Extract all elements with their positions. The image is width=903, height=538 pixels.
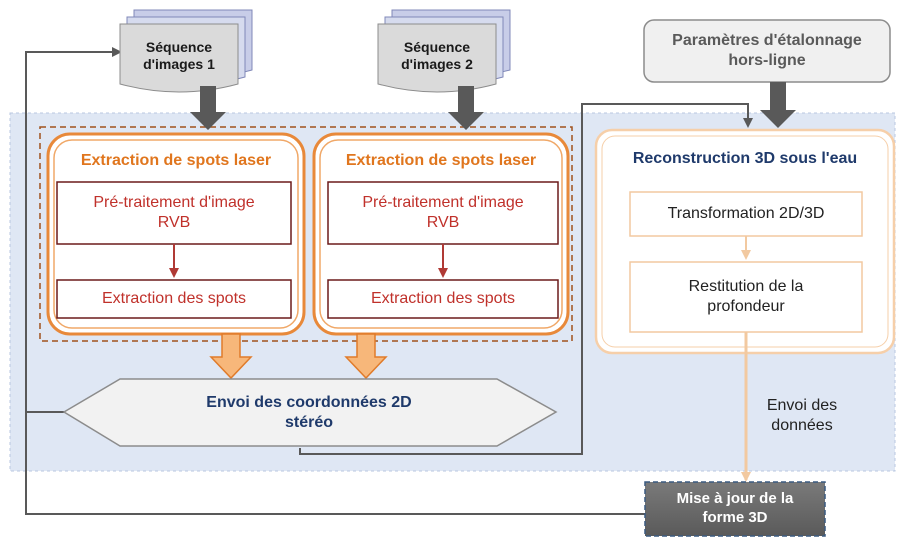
extract-right-label: Extraction des spots xyxy=(370,290,516,307)
calibration-label: Paramètres d'étalonnage hors-ligne xyxy=(672,32,862,69)
depth-label: Restitution de la profondeur xyxy=(688,278,804,315)
left-output-arrow xyxy=(209,333,253,380)
image-sequence-1-label: Séquence d'images 1 xyxy=(143,38,215,73)
send-coordinates-label: Envoi des coordonnées 2D stéréo xyxy=(206,394,412,431)
sequence-2-arrow xyxy=(448,86,484,130)
extract-right-box xyxy=(327,279,559,319)
depth-box xyxy=(629,261,863,333)
extraction-left-title: Extraction de spots laser xyxy=(80,152,272,169)
calibration-box xyxy=(643,19,891,83)
image-sequence-2-label: Séquence d'images 2 xyxy=(401,38,473,73)
sequence-1-arrow xyxy=(190,86,226,130)
preprocess-right-box xyxy=(327,181,559,245)
preprocess-left-box xyxy=(56,181,292,245)
preprocess-right-label: Pré-traitement d'image RVB xyxy=(362,194,524,231)
transform-box xyxy=(629,191,863,237)
send-data-label: Envoi des données xyxy=(766,397,838,434)
coordinates-to-reconstruction-line xyxy=(299,103,753,455)
transform-label: Transformation 2D/3D xyxy=(667,205,825,222)
reconstruction-title: Reconstruction 3D sous l'eau xyxy=(632,150,858,167)
image-sequence-2-doc xyxy=(377,9,511,93)
right-output-arrow xyxy=(344,333,388,380)
extraction-right-title: Extraction de spots laser xyxy=(345,152,537,169)
image-sequence-1-doc xyxy=(119,9,253,93)
extract-left-box xyxy=(56,279,292,319)
calibration-arrow xyxy=(760,82,796,128)
update-shape-label: Mise à jour de la forme 3D xyxy=(676,490,794,526)
send-coordinates-hexagon xyxy=(62,378,558,447)
update-shape-box xyxy=(644,481,826,537)
feedback-loop-line xyxy=(25,47,645,515)
extraction-group-frame xyxy=(39,126,573,342)
preprocess-left-label: Pré-traitement d'image RVB xyxy=(93,194,255,231)
extract-left-label: Extraction des spots xyxy=(101,290,247,307)
